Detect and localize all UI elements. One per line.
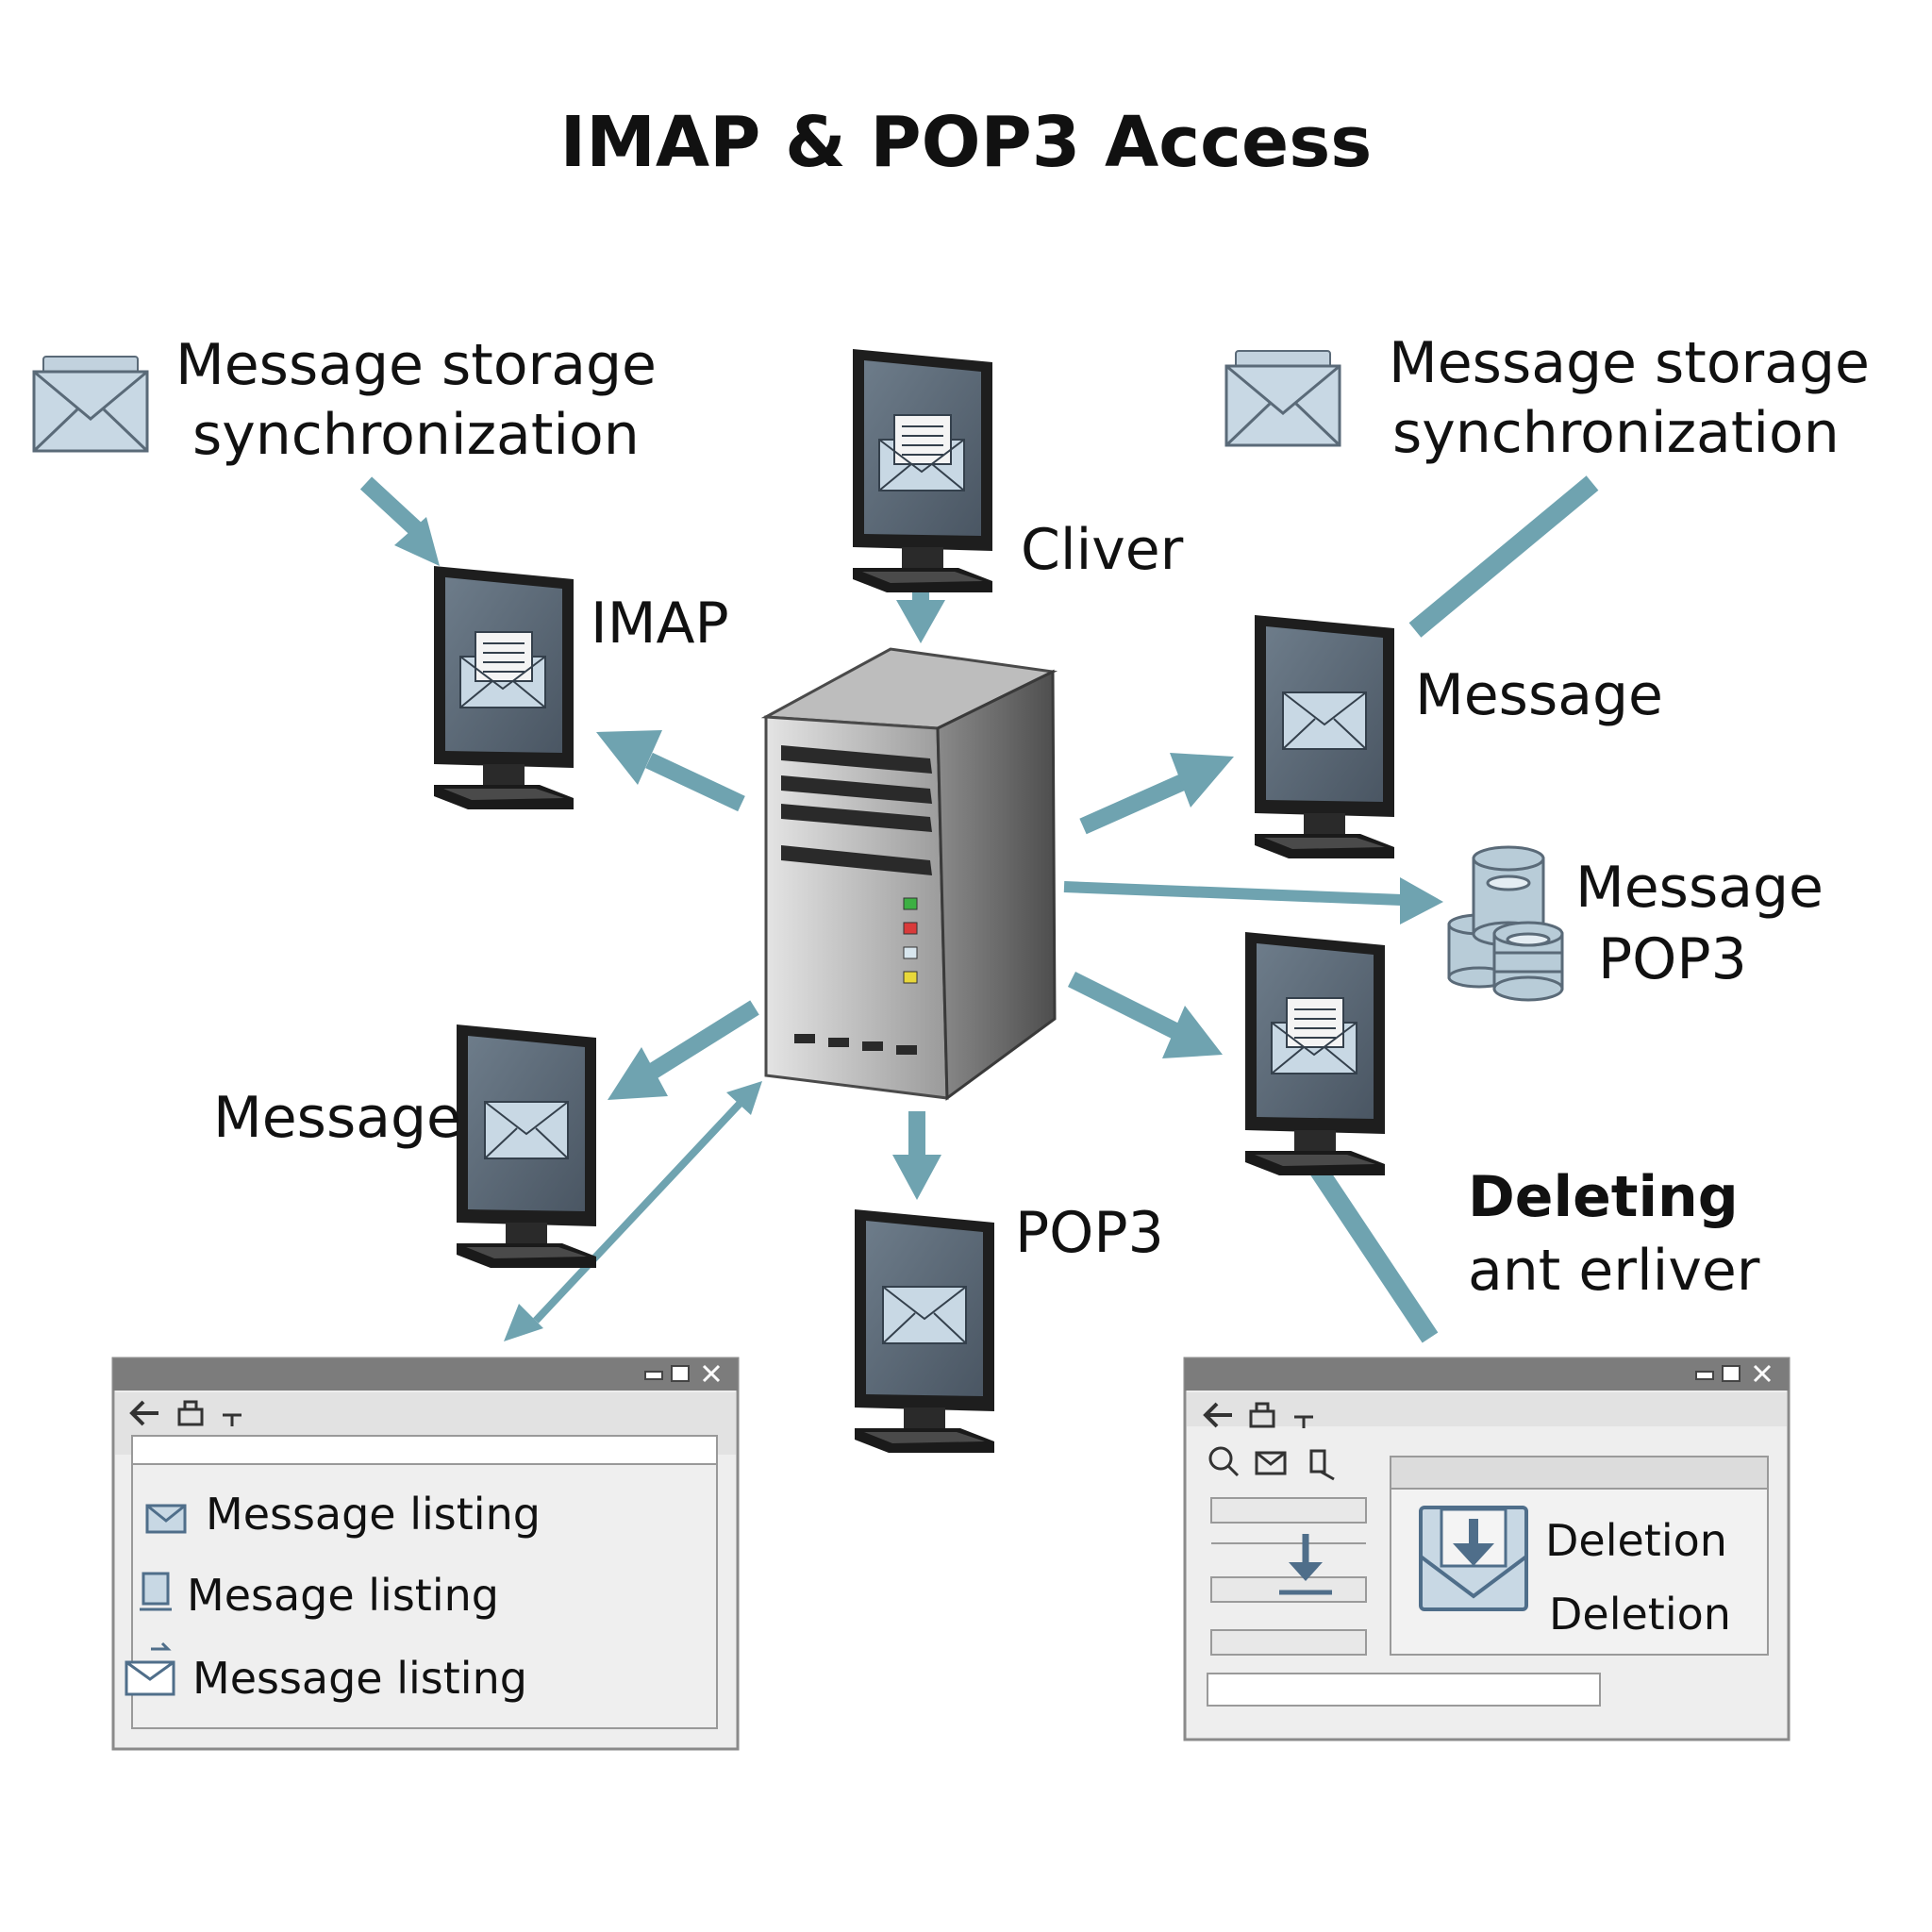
list-field[interactable] — [1210, 1629, 1367, 1656]
pop3-monitor — [854, 1208, 995, 1454]
client-label: Cliver — [1021, 517, 1184, 583]
left-window-controls[interactable] — [644, 1364, 721, 1383]
print-icon[interactable] — [1249, 1402, 1275, 1428]
message-right-label: Message — [1415, 662, 1663, 728]
line-monitor-to-right-window — [1305, 1157, 1439, 1343]
message-monitor-left — [456, 1024, 597, 1269]
message-pop3-label-line1: Message — [1575, 855, 1824, 921]
pop3-label: POP3 — [1015, 1200, 1164, 1266]
client-monitor-top — [852, 348, 993, 593]
sync-left-label-line2: synchronization — [192, 402, 640, 468]
arrow-server-to-pop3-storage — [1063, 877, 1443, 924]
message-monitor-right — [1254, 614, 1395, 859]
back-icon[interactable] — [1203, 1402, 1232, 1428]
computer-icon — [140, 1572, 172, 1611]
arrow-sync-left — [359, 476, 440, 566]
maximize-button[interactable] — [1722, 1365, 1740, 1382]
mail-tray-icon-left — [32, 355, 149, 453]
maximize-button[interactable] — [671, 1365, 690, 1382]
list-item[interactable]: Message listing — [206, 1489, 541, 1540]
deletion-label-1: Deletion — [1545, 1515, 1727, 1566]
arrow-server-to-left-window — [504, 1081, 762, 1341]
address-field[interactable] — [131, 1435, 718, 1465]
envelope-arrow-icon — [125, 1641, 175, 1696]
deleting-label-line1: Deleting — [1468, 1164, 1739, 1230]
mail-icon[interactable] — [1255, 1451, 1287, 1475]
left-window — [111, 1357, 740, 1751]
message-pop3-label-line2: POP3 — [1598, 926, 1747, 992]
input-field[interactable] — [1207, 1673, 1601, 1707]
right-window-controls[interactable] — [1695, 1364, 1772, 1383]
arrows — [359, 475, 1599, 1343]
print-icon[interactable] — [177, 1400, 204, 1426]
arrow-server-to-pop3-monitor — [892, 1111, 941, 1200]
imap-label: IMAP — [591, 591, 729, 657]
envelope-icon — [145, 1504, 187, 1534]
deleting-label-line2: ant erliver — [1468, 1238, 1760, 1304]
list-item[interactable]: Mesage listing — [187, 1570, 499, 1621]
line-sync-right — [1408, 475, 1599, 638]
back-icon[interactable] — [129, 1400, 158, 1426]
pin-icon[interactable] — [1294, 1415, 1313, 1428]
deletion-label-2: Deletion — [1549, 1589, 1731, 1640]
arrow-server-to-message-left — [608, 1000, 759, 1100]
imap-monitor — [433, 565, 575, 810]
edit-icon[interactable] — [1309, 1449, 1335, 1481]
minimize-button[interactable] — [644, 1371, 663, 1380]
minimize-button[interactable] — [1695, 1371, 1714, 1380]
mail-server — [760, 647, 1058, 1101]
search-icon[interactable] — [1208, 1446, 1240, 1477]
close-button[interactable] — [1753, 1364, 1772, 1383]
close-button[interactable] — [702, 1364, 721, 1383]
database-icon — [1447, 845, 1564, 1002]
sync-right-label-line1: Message storage — [1389, 330, 1870, 396]
diagram-title: IMAP & POP3 Access — [559, 102, 1373, 183]
download-icon[interactable] — [1279, 1534, 1332, 1595]
deletion-envelope-icon — [1419, 1506, 1528, 1611]
message-left-label: Message — [213, 1085, 461, 1151]
monitor-lower-right — [1244, 931, 1386, 1176]
list-field[interactable] — [1210, 1576, 1367, 1603]
sync-left-label-line1: Message storage — [175, 332, 657, 398]
arrow-server-to-imap — [596, 730, 745, 812]
sync-right-label-line2: synchronization — [1392, 400, 1840, 466]
arrow-server-to-monitor-lower-right — [1067, 971, 1223, 1058]
list-field[interactable] — [1210, 1497, 1367, 1524]
list-item[interactable]: Message listing — [192, 1653, 527, 1704]
pin-icon[interactable] — [223, 1413, 242, 1426]
mail-tray-icon-right — [1224, 349, 1341, 447]
arrow-server-to-message-right — [1079, 753, 1234, 835]
right-window — [1183, 1357, 1790, 1741]
